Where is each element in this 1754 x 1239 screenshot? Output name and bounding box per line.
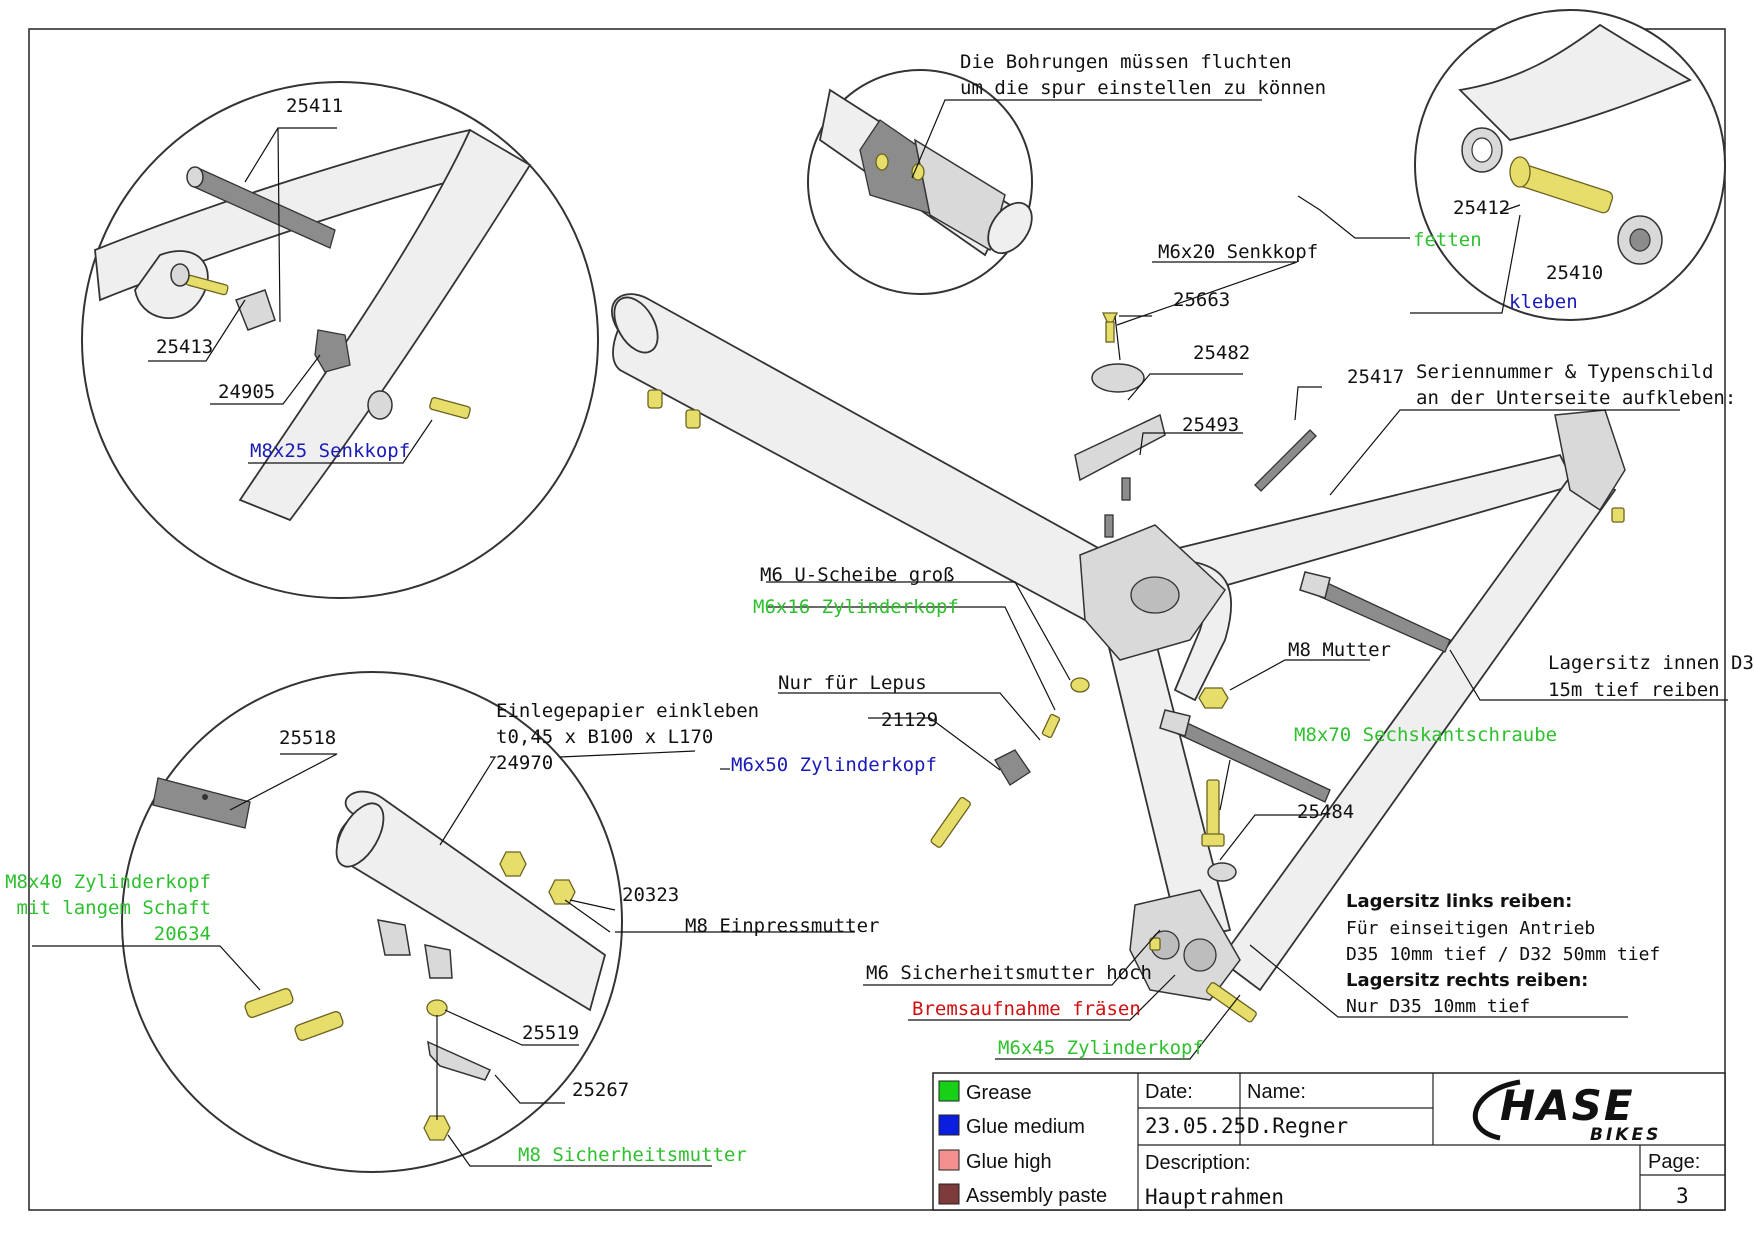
callout-bohrungen-1: Die Bohrungen müssen fluchten [960, 51, 1292, 73]
note-links-title: Lagersitz links reiben: [1346, 891, 1572, 912]
callout-lepus: Nur für Lepus [778, 672, 927, 694]
callout-m8x40-1: M8x40 Zylinderkopf [5, 871, 211, 893]
sheet-border [28, 28, 1726, 1211]
main-frame-view [611, 293, 1626, 1023]
callout-m8-einpress: M8 Einpressmutter [685, 915, 879, 937]
callout-kleben: kleben [1509, 291, 1578, 313]
callout-m8-mutter: M8 Mutter [1288, 639, 1391, 661]
callout-20323: 20323 [622, 884, 679, 906]
logo-bikes: BIKES [1590, 1125, 1661, 1145]
callout-25411: 25411 [286, 95, 343, 117]
callout-fetten: fetten [1413, 229, 1482, 251]
logo-hase: HASE [1500, 1081, 1635, 1130]
callout-m6x45: M6x45 Zylinderkopf [998, 1037, 1204, 1059]
callout-m8x40-2: mit langem Schaft [17, 897, 211, 919]
reaming-notes: Lagersitz links reiben: Für einseitigen … [1346, 891, 1660, 1017]
callout-25493: 25493 [1182, 414, 1239, 436]
callout-serial-1: Seriennummer & Typenschild [1416, 361, 1713, 383]
callout-25484: 25484 [1297, 801, 1354, 823]
legend-swatch-glue-high [938, 1149, 960, 1171]
page-value: 3 [1676, 1184, 1689, 1208]
note-rechts-1: Nur D35 10mm tief [1346, 996, 1530, 1017]
legend-label-grease: Grease [966, 1082, 1032, 1104]
legend-swatch-grease [938, 1080, 960, 1102]
detail-view-2 [807, 69, 1033, 295]
leader-lines [32, 99, 1728, 1167]
hase-bikes-logo: HASE BIKES [1472, 1079, 1661, 1145]
callout-bohrungen-2: um die spur einstellen zu können [960, 77, 1326, 99]
note-links-1: Für einseitigen Antrieb [1346, 918, 1595, 939]
callout-einlege-2: t0,45 x B100 x L170 [496, 726, 713, 748]
callout-25518: 25518 [279, 727, 336, 749]
note-rechts-title: Lagersitz rechts reiben: [1346, 970, 1588, 991]
title-block: Grease Glue medium Glue high Assembly pa… [932, 1072, 1726, 1211]
callout-25417: 25417 [1347, 366, 1404, 388]
legend-label-glue-medium: Glue medium [966, 1116, 1085, 1138]
callout-m6x16: M6x16 Zylinderkopf [753, 596, 959, 618]
date-label: Date: [1145, 1081, 1193, 1103]
callout-25410: 25410 [1546, 262, 1603, 284]
callout-m6-sicher: M6 Sicherheitsmutter hoch [866, 962, 1152, 984]
callout-serial-2: an der Unterseite aufkleben: [1416, 387, 1736, 409]
detail-view-3 [1414, 9, 1726, 321]
name-value: D.Regner [1247, 1114, 1348, 1138]
callout-einlege-1: Einlegepapier einkleben [496, 700, 759, 722]
detail-view-1 [81, 81, 599, 599]
callout-25519: 25519 [522, 1022, 579, 1044]
callout-25663: 25663 [1173, 289, 1230, 311]
date-value: 23.05.25 [1145, 1114, 1246, 1138]
callout-m8x40-3: 20634 [154, 923, 211, 945]
description-value: Hauptrahmen [1145, 1185, 1284, 1209]
callout-m8x70: M8x70 Sechskantschraube [1294, 724, 1557, 746]
callout-25482: 25482 [1193, 342, 1250, 364]
callout-25413: 25413 [156, 336, 213, 358]
legend-label-glue-high: Glue high [966, 1151, 1052, 1173]
callout-25412: 25412 [1453, 197, 1510, 219]
description-label: Description: [1145, 1152, 1251, 1174]
colour-legend: Grease Glue medium Glue high Assembly pa… [938, 1080, 1107, 1207]
callout-m8-sicher: M8 Sicherheitsmutter [518, 1144, 747, 1166]
name-label: Name: [1247, 1081, 1306, 1103]
legend-label-assembly-paste: Assembly paste [966, 1185, 1107, 1207]
legend-swatch-glue-medium [938, 1114, 960, 1136]
callout-m6x20: M6x20 Senkkopf [1158, 241, 1318, 263]
callout-brems: Bremsaufnahme fräsen [912, 998, 1141, 1020]
callout-m6-scheibe: M6 U-Scheibe groß [760, 564, 954, 586]
callout-einlege-3: 24970 [496, 752, 553, 774]
legend-swatch-assembly-paste [938, 1183, 960, 1205]
callout-lager-innen-2: 15m tief reiben [1548, 679, 1720, 701]
callout-labels: 25411 25413 24905 M8x25 Senkkopf Die Boh… [5, 51, 1754, 1166]
callout-m6x50: M6x50 Zylinderkopf [731, 754, 937, 776]
callout-24905: 24905 [218, 381, 275, 403]
callout-21129: 21129 [881, 709, 938, 731]
note-links-2: D35 10mm tief / D32 50mm tief [1346, 944, 1660, 965]
callout-25267: 25267 [572, 1079, 629, 1101]
callout-m8x25: M8x25 Senkkopf [250, 440, 410, 462]
page-label: Page: [1648, 1151, 1700, 1173]
callout-lager-innen-1: Lagersitz innen D32 [1548, 652, 1754, 674]
